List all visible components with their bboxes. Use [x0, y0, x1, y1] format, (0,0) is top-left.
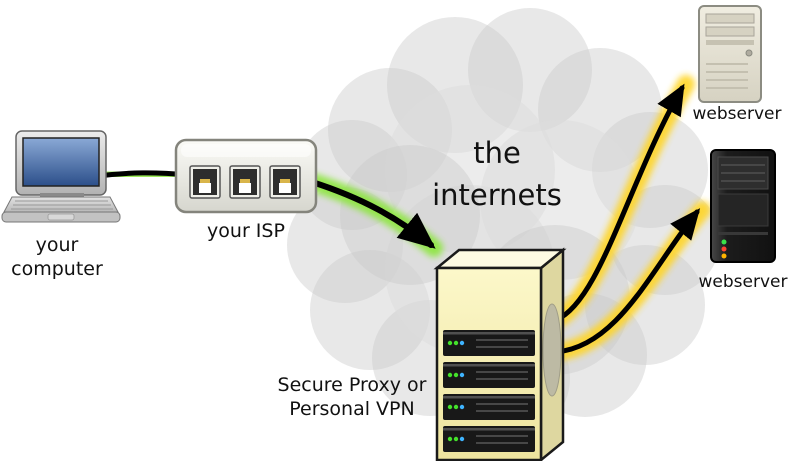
router-icon	[174, 138, 318, 214]
label-computer-line2: computer	[11, 258, 103, 280]
label-cloud-line2: internets	[432, 178, 562, 212]
label-webserver-bottom: webserver	[699, 272, 788, 292]
label-webserver-top: webserver	[693, 104, 782, 124]
label-proxy-line1: Secure Proxy or	[278, 374, 427, 396]
label-computer-line1: your	[36, 234, 79, 256]
proxy-server-icon	[433, 247, 567, 461]
label-isp: your ISP	[207, 220, 285, 242]
arrow-proxy-to-webserver-top	[553, 83, 685, 323]
arrow-isp-to-proxy	[309, 179, 436, 249]
label-cloud-line1: the	[473, 136, 521, 170]
laptop-icon	[1, 130, 121, 223]
arrow-proxy-to-webserver-bottom	[553, 208, 701, 355]
webserver-bottom-icon	[710, 149, 776, 263]
label-proxy-line2: Personal VPN	[289, 398, 414, 420]
webserver-top-icon	[698, 5, 762, 103]
